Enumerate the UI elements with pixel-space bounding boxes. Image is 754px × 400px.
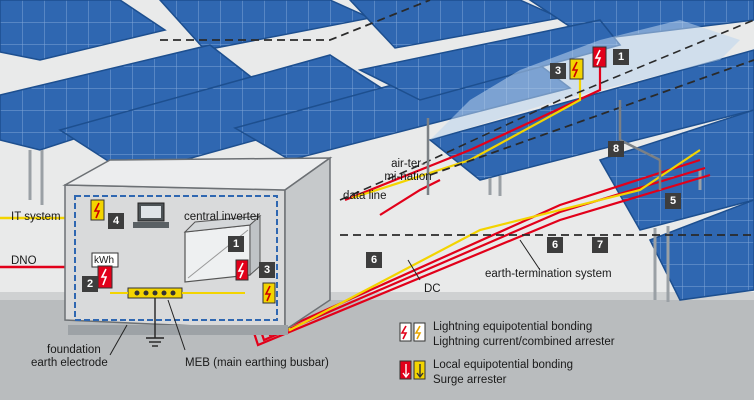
badge-6-right: 6: [547, 237, 563, 253]
label-kwh: kWh: [94, 255, 114, 266]
solar-panel: [648, 199, 754, 301]
label-air-termination-2: mi-nation: [384, 171, 432, 183]
protected-zone: [430, 20, 740, 140]
badge-6-left: 6: [366, 252, 382, 268]
air-termination-rods: [426, 100, 662, 195]
lightning-arrester-icon: [235, 259, 249, 281]
ground-symbol-icon: [146, 337, 164, 347]
lightning-arrester-icon: [90, 199, 105, 221]
badge-1-array: 1: [613, 49, 629, 65]
legend-row1-line2: Lightning current/combined arrester: [433, 336, 615, 348]
computer-icon: [133, 202, 169, 228]
label-data-line: data line: [343, 190, 387, 202]
solar-panel: [598, 109, 754, 231]
combined-arrester-icon: [413, 322, 426, 342]
solar-panel-rows: [0, 0, 754, 302]
meb-busbar: [110, 287, 245, 338]
legend-row2-line2: Surge arrester: [433, 374, 507, 386]
legend-row2-line1: Local equipotential bonding: [433, 359, 574, 371]
label-central-inverter: central inverter: [184, 211, 261, 223]
label-dno: DNO: [11, 255, 37, 267]
lightning-arrester-icon: [592, 46, 607, 68]
lightning-arrester-icon: [399, 322, 412, 342]
label-it-system: IT system: [11, 211, 61, 223]
badge-8: 8: [608, 141, 624, 157]
inverter-icon: [183, 214, 262, 283]
local-bonding-icon: [399, 360, 412, 380]
badge-3-array: 3: [550, 63, 566, 79]
badge-1-inverter: 1: [228, 236, 244, 252]
badge-4: 4: [108, 213, 124, 229]
label-meb: MEB (main earthing busbar): [185, 357, 329, 369]
legend-row1-line1: Lightning equipotential bonding: [433, 321, 593, 333]
label-foundation-1: foundation: [47, 344, 101, 356]
badge-2: 2: [82, 276, 98, 292]
solar-panel: [158, 0, 373, 51]
label-earth-termination: earth-termination system: [485, 268, 612, 280]
solar-panel: [428, 49, 754, 181]
badge-3-inverter: 3: [259, 262, 275, 278]
combined-arrester-icon: [262, 282, 276, 304]
kwh-meter-icon: [91, 252, 119, 289]
label-air-termination-1: air-ter-: [391, 158, 425, 170]
badge-5: 5: [665, 193, 681, 209]
combined-arrester-icon: [569, 58, 584, 80]
label-dc: DC: [424, 283, 441, 295]
solar-panel: [0, 0, 167, 61]
badge-7: 7: [592, 237, 608, 253]
surge-arrester-icon: [413, 360, 426, 380]
label-foundation-2: earth electrode: [31, 357, 108, 369]
